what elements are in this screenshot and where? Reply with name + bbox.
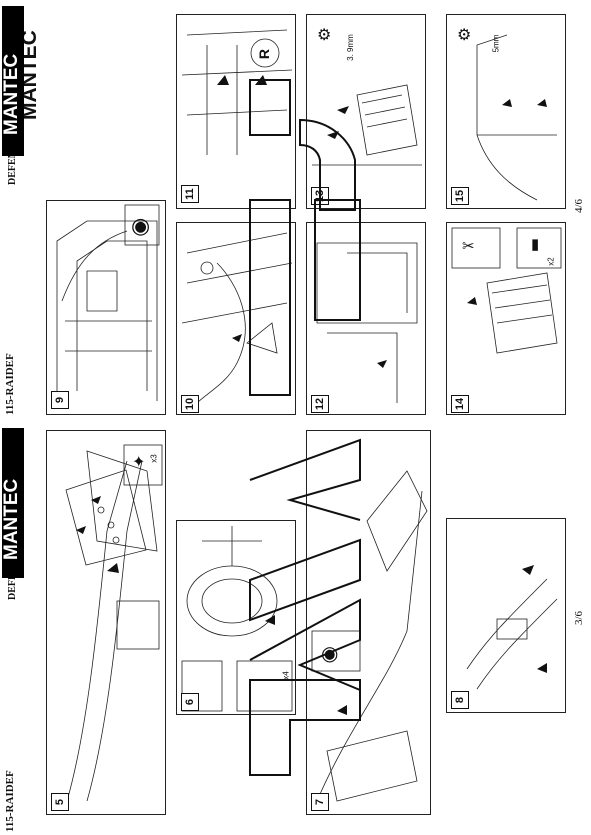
step-12-illustration [316,242,418,403]
step-12-panel: 12 [306,222,426,415]
step-5-panel: 5 [46,430,166,815]
step-11-panel: R 11 [176,14,296,209]
step-9-panel: 9 ◉ [46,200,166,415]
step-15-illustration [476,34,557,201]
step-7-illustration [311,470,428,802]
drill-icon: ⚙ [317,27,332,44]
screw-icon: ✦ [132,454,146,471]
brand-bar [2,428,24,578]
eye-icon: ◉ [321,643,339,665]
step-7-panel: ◉ 7 [306,430,431,815]
step-13-panel: ⚙ 3. 9mm 13 [306,14,426,209]
step-14-illustration [451,227,562,354]
step-13-illustration [312,84,422,166]
step-10-panel: 10 [176,222,296,415]
step-9-illustration [56,204,160,401]
step-10-illustration [181,232,293,404]
step-8-illustration [466,565,558,690]
drill-icon: ⚙ [457,27,472,44]
step-8-panel: 8 [446,518,566,713]
step-14-panel: ✂ ▮ x2 14 [446,222,566,415]
step-5-illustration [66,450,160,802]
pliers-icon: ✂ [462,239,475,255]
step-15-panel: ⚙ 5mm 15 [446,14,566,209]
step-5-detail-panel: ✦ x3 [46,440,166,570]
eye-icon: ◉ [131,213,151,238]
step-5-detail [65,444,163,566]
rivet-icon: ▮ [531,237,540,253]
step-6-illustration [181,526,293,712]
brand-bar [2,6,24,156]
step-6-panel: x4 6 [176,520,296,715]
